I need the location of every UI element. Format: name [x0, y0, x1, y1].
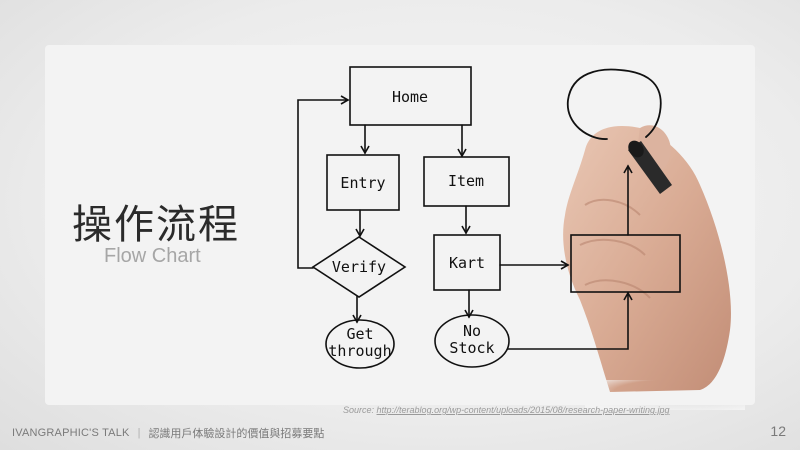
node-item: Item: [423, 156, 510, 207]
node-verify: Verify: [311, 236, 407, 298]
flow-connectors: [297, 68, 662, 350]
node-home-label: Home: [392, 88, 428, 106]
node-no-stock: No Stock: [434, 314, 510, 368]
node-get-label: Get: [346, 325, 373, 343]
node-checkout-box: [570, 234, 681, 293]
node-kart-label: Kart: [449, 254, 485, 272]
node-verify-label: Verify: [332, 258, 386, 276]
node-stock-label: Stock: [449, 339, 494, 357]
marker-pen: [628, 140, 672, 194]
node-item-label: Item: [448, 172, 484, 190]
node-through-label: through: [328, 342, 391, 360]
node-no-label: No: [463, 322, 481, 340]
slide-title: 操作流程: [72, 202, 240, 248]
node-entry: Entry: [326, 154, 400, 211]
footer-separator: |: [137, 427, 141, 439]
node-kart: Kart: [433, 234, 501, 291]
footer-brand: IVANGRAPHIC'S TALK: [12, 427, 130, 439]
image-source-caption: Source: http://terablog.org/wp-content/u…: [343, 405, 670, 415]
page-number: 12: [770, 423, 786, 439]
node-home: Home: [349, 66, 472, 126]
slide-subtitle: Flow Chart: [104, 245, 201, 267]
source-prefix: Source:: [343, 405, 377, 415]
node-entry-label: Entry: [340, 174, 385, 192]
source-link[interactable]: http://terablog.org/wp-content/uploads/2…: [376, 405, 670, 415]
node-get-through: Get through: [325, 319, 395, 369]
footer-topic: 認識用戶体驗設計的價值與招募要點: [148, 428, 325, 440]
slide-footer: IVANGRAPHIC'S TALK | 認識用戶体驗設計的價值與招募要點: [12, 425, 324, 441]
